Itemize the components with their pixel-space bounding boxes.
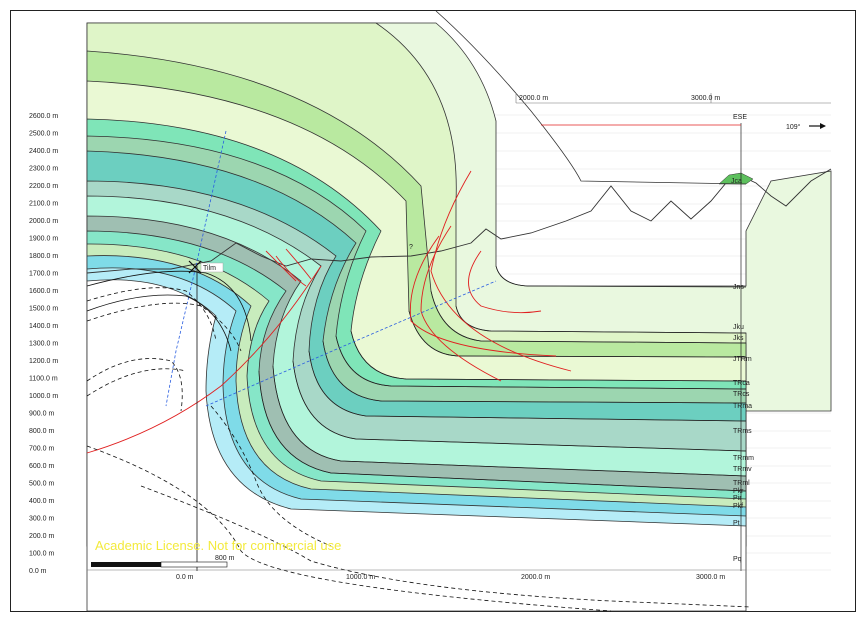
formation-label-pkf: Pkf (733, 503, 743, 510)
formation-label-jca: Jca (731, 178, 742, 185)
elevation-tick-label: 1800.0 m (29, 253, 58, 260)
bottom-axis-tick-3000: 3000.0 m (696, 574, 725, 581)
elevation-tick-label: 1100.0 m (29, 376, 58, 383)
top-axis-tick-3000: 3000.0 m (691, 95, 720, 102)
elevation-tick-label: 1700.0 m (29, 271, 58, 278)
axial-traces (165, 130, 497, 407)
geologic-cross-section: Tilm ? Jca Jns Jku Jks JTRm TRca TRcs TR… (29, 11, 832, 612)
formation-label-trca: TRca (733, 380, 750, 387)
elevation-tick-label: 2600.0 m (29, 113, 58, 120)
elevation-tick-label: 1900.0 m (29, 236, 58, 243)
elevation-tick-label: 1400.0 m (29, 323, 58, 330)
elevation-tick-label: 2200.0 m (29, 183, 58, 190)
direction-label: ESE (733, 114, 747, 121)
elevation-tick-label: 1000.0 m (29, 393, 58, 400)
bottom-axis-tick-2000: 2000.0 m (521, 574, 550, 581)
upper-surface (435, 11, 747, 185)
bottom-axis-tick-0: 0.0 m (176, 574, 194, 581)
elevation-tick-label: 800.0 m (29, 428, 54, 435)
solid-contacts (86, 266, 252, 571)
elevation-tick-label: 2400.0 m (29, 148, 58, 155)
formation-label-pq: Pq (733, 556, 742, 563)
layer-pt (86, 279, 747, 612)
license-watermark: Academic License. Not for commercial use (95, 538, 341, 553)
elevation-tick-label: 1200.0 m (29, 358, 58, 365)
faults (86, 170, 572, 454)
elevation-tick-label: 2300.0 m (29, 166, 58, 173)
scale-bar: 800 m (91, 555, 235, 568)
formation-label-trcs: TRcs (733, 391, 750, 398)
formation-label-trmm: TRmm (733, 455, 754, 462)
section-end-marker: ESE 109° (541, 114, 826, 571)
top-axis-tick-2000: 2000.0 m (519, 95, 548, 102)
elevation-tick-label: 1600.0 m (29, 288, 58, 295)
elevation-tick-label: 2000.0 m (29, 218, 58, 225)
bottom-distance-axis: 0.0 m 1000.0 m 2000.0 m 3000.0 m (87, 569, 746, 581)
formation-label-jku: Jku (733, 324, 744, 331)
elevation-tick-label: 700.0 m (29, 446, 54, 453)
formation-label-pir: Pir (733, 495, 742, 502)
elevation-tick-label: 500.0 m (29, 481, 54, 488)
elevation-tick-label: 100.0 m (29, 551, 54, 558)
elevation-tick-label: 1300.0 m (29, 341, 58, 348)
folded-strata (86, 22, 832, 612)
bottom-axis-tick-1000: 1000.0 m (346, 574, 375, 581)
elevation-tick-label: 200.0 m (29, 533, 54, 540)
scale-bar-label: 800 m (215, 555, 235, 562)
elevation-tick-label: 2100.0 m (29, 201, 58, 208)
dashed-contacts (86, 287, 752, 612)
elevation-tick-label: 600.0 m (29, 463, 54, 470)
contact-lines (258, 265, 747, 492)
formation-label-pkr: Pkr (733, 488, 744, 495)
azimuth-label: 109° (786, 123, 801, 131)
formation-label-pt: Pt (733, 520, 740, 527)
well-label: Tilm (203, 265, 216, 272)
elevation-tick-label: 1500.0 m (29, 306, 58, 313)
elevation-axis: 2600.0 m 2500.0 m 2400.0 m 2300.0 m 2200.0 m… (29, 113, 58, 575)
elevation-tick-label: 2500.0 m (29, 131, 58, 138)
elevation-tick-label: 400.0 m (29, 498, 54, 505)
question-mark: ? (409, 244, 413, 251)
formation-label-jns: Jns (733, 284, 744, 291)
cross-section-frame: Tilm ? Jca Jns Jku Jks JTRm TRca TRcs TR… (10, 10, 856, 612)
elevation-tick-label: 900.0 m (29, 411, 54, 418)
formation-label-trmv: TRmv (733, 466, 752, 473)
formation-labels: Jca Jns Jku Jks JTRm TRca TRcs TRma TRms… (731, 178, 754, 563)
well-marker: Tilm (188, 260, 224, 274)
top-distance-axis: 2000.0 m 3000.0 m (515, 93, 831, 104)
formation-label-trma: TRma (733, 403, 752, 410)
formation-label-jks: Jks (733, 335, 744, 342)
layer-pkf (86, 267, 747, 547)
formation-label-jtrm: JTRm (733, 356, 752, 363)
elevation-tick-label: 0.0 m (29, 568, 47, 575)
formation-label-trml: TRml (733, 480, 750, 487)
elevation-tick-label: 300.0 m (29, 516, 54, 523)
formation-label-trms: TRms (733, 428, 752, 435)
